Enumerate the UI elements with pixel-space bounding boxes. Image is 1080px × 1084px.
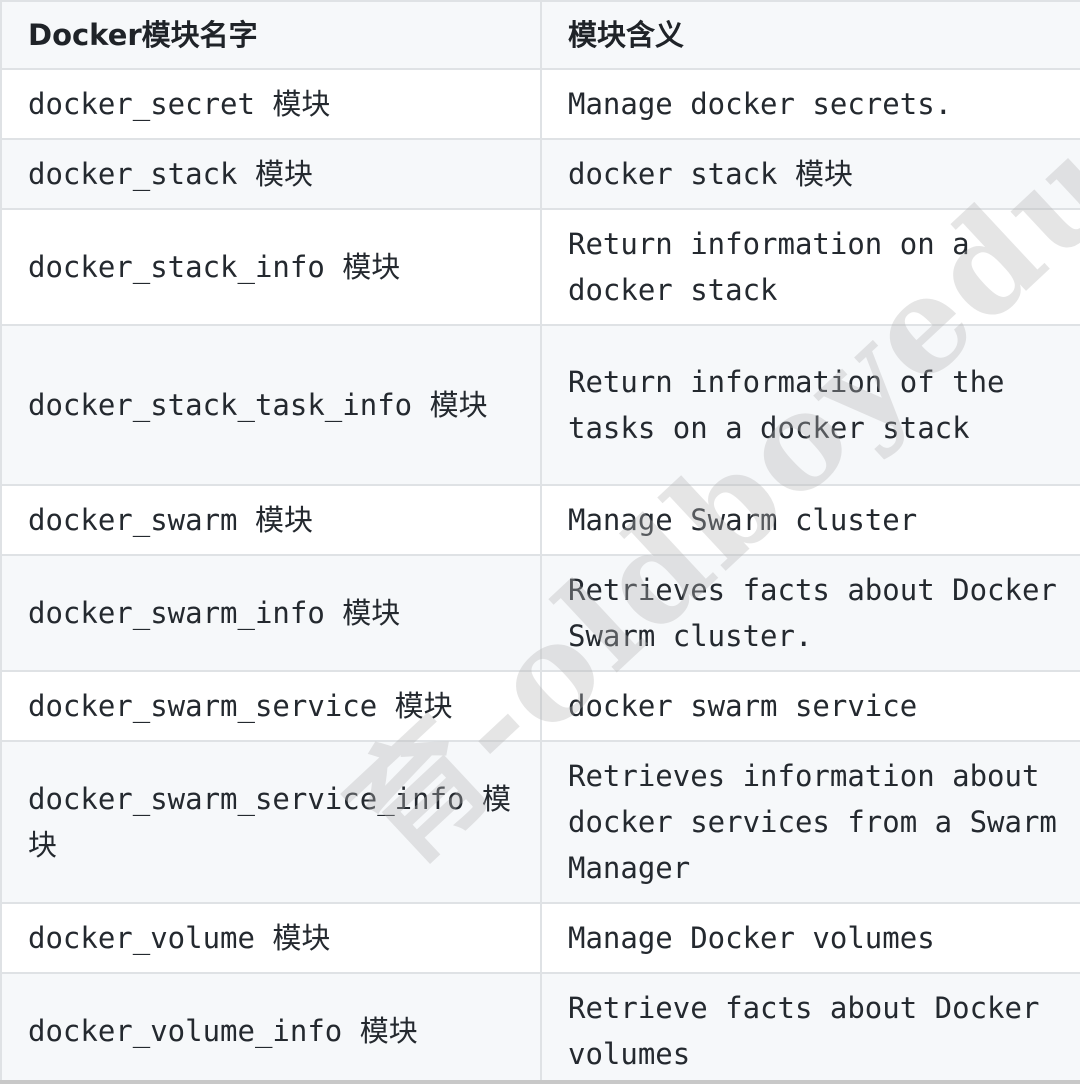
module-desc-cell: Manage Swarm cluster bbox=[540, 484, 1080, 556]
table-row: docker_stack 模块 docker stack 模块 bbox=[0, 138, 1080, 210]
table-row: docker_stack_task_info 模块 Return informa… bbox=[0, 324, 1080, 486]
module-desc-cell: Retrieve facts about Docker volumes bbox=[540, 972, 1080, 1084]
module-name-cell: docker_swarm_info 模块 bbox=[0, 554, 542, 672]
table-row: docker_stack_info 模块 Return information … bbox=[0, 208, 1080, 326]
module-desc-cell: Manage docker secrets. bbox=[540, 68, 1080, 140]
module-desc-cell: Return information of the tasks on a doc… bbox=[540, 324, 1080, 486]
table-row: docker_secret 模块 Manage docker secrets. bbox=[0, 68, 1080, 140]
module-name-cell: docker_volume_info 模块 bbox=[0, 972, 542, 1084]
table-header-row: Docker模块名字 模块含义 bbox=[0, 0, 1080, 70]
header-module-name: Docker模块名字 bbox=[0, 0, 542, 70]
module-desc-cell: Manage Docker volumes bbox=[540, 902, 1080, 974]
table-row: docker_swarm 模块 Manage Swarm cluster bbox=[0, 484, 1080, 556]
module-desc-cell: Retrieves facts about Docker Swarm clust… bbox=[540, 554, 1080, 672]
module-name-cell: docker_stack_info 模块 bbox=[0, 208, 542, 326]
module-name-cell: docker_swarm_service 模块 bbox=[0, 670, 542, 742]
module-name-cell: docker_secret 模块 bbox=[0, 68, 542, 140]
module-name-cell: docker_swarm 模块 bbox=[0, 484, 542, 556]
header-module-meaning: 模块含义 bbox=[540, 0, 1080, 70]
module-desc-cell: docker swarm service bbox=[540, 670, 1080, 742]
table-row: docker_swarm_service_info 模块 Retrieves i… bbox=[0, 740, 1080, 904]
module-name-cell: docker_stack 模块 bbox=[0, 138, 542, 210]
table-row: docker_swarm_info 模块 Retrieves facts abo… bbox=[0, 554, 1080, 672]
module-name-cell: docker_stack_task_info 模块 bbox=[0, 324, 542, 486]
module-desc-cell: Retrieves information about docker servi… bbox=[540, 740, 1080, 904]
module-desc-cell: Return information on a docker stack bbox=[540, 208, 1080, 326]
table-row: docker_volume 模块 Manage Docker volumes bbox=[0, 902, 1080, 974]
bottom-divider bbox=[0, 1080, 1080, 1084]
table-row: docker_swarm_service 模块 docker swarm ser… bbox=[0, 670, 1080, 742]
module-name-cell: docker_swarm_service_info 模块 bbox=[0, 740, 542, 904]
module-desc-cell: docker stack 模块 bbox=[540, 138, 1080, 210]
table-row: docker_volume_info 模块 Retrieve facts abo… bbox=[0, 972, 1080, 1084]
module-name-cell: docker_volume 模块 bbox=[0, 902, 542, 974]
